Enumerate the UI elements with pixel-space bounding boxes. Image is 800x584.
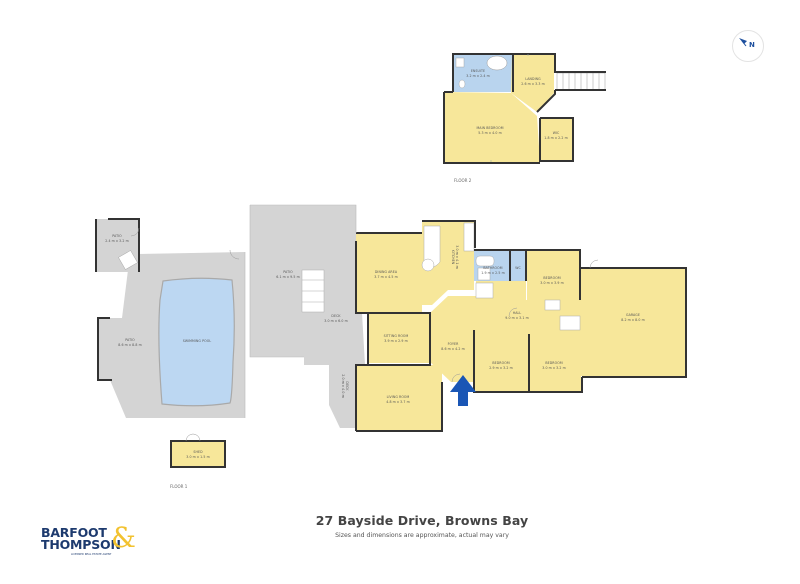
- label-landing: LANDING: [525, 77, 541, 81]
- dims-dining: 3.7 m x 4.5 m: [374, 275, 398, 279]
- room-bedroom-1[interactable]: [527, 251, 580, 301]
- label-bedroom-2: BEDROOM: [492, 361, 509, 365]
- dims-patio-pool: 8.6 m x 8.8 m: [118, 343, 142, 347]
- dims-landing: 2.6 m x 3.3 m: [521, 82, 545, 86]
- room-dining[interactable]: [356, 233, 422, 313]
- dims-deck-small: 2.0 m x 4.0 m: [341, 374, 345, 398]
- label-sitting: SITTING ROOM: [384, 334, 409, 338]
- brand-logo: BARFOOT THOMPSON & LICENSED REAL ESTATE …: [41, 521, 151, 559]
- room-garage[interactable]: [580, 268, 686, 376]
- dims-bedroom-1: 3.0 m x 3.9 m: [540, 281, 564, 285]
- floor-1: PATIO 2.4 m x 3.2 m PATIO 8.6 m x 8.8 m …: [95, 204, 687, 489]
- room-shed[interactable]: [171, 441, 225, 467]
- room-wc[interactable]: [510, 251, 526, 281]
- label-deck-small: DECK: [345, 381, 349, 391]
- railings: [244, 204, 357, 418]
- label-patio-small: PATIO: [112, 234, 122, 238]
- label-bedroom-3: BEDROOM: [545, 361, 562, 365]
- dims-main-bedroom: 5.3 m x 4.0 m: [478, 131, 502, 135]
- label-living: LIVING ROOM: [387, 395, 410, 399]
- stairs-floor-1: [118, 222, 581, 331]
- label-bedroom-1: BEDROOM: [543, 276, 560, 280]
- brand-tagline: LICENSED REAL ESTATE AGENT: [71, 553, 112, 556]
- dims-foyer: 8.6 m x 4.2 m: [441, 347, 465, 351]
- dims-ensuite: 3.2 m x 2.4 m: [466, 74, 490, 78]
- label-bathroom: BATHROOM: [483, 266, 502, 270]
- room-landing[interactable]: [511, 55, 554, 112]
- brand-line-2: THOMPSON: [41, 537, 121, 552]
- walls-floor-1: [95, 218, 687, 468]
- doors: [130, 227, 599, 442]
- label-patio-pool: PATIO: [125, 338, 135, 342]
- entrance-arrow-icon: [450, 375, 476, 406]
- dims-wic: 1.8 m x 2.2 m: [544, 136, 568, 140]
- dims-patio-small: 2.4 m x 3.2 m: [105, 239, 129, 243]
- room-foyer[interactable]: [430, 296, 476, 382]
- dims-sitting: 3.9 m x 2.9 m: [384, 339, 408, 343]
- swimming-pool: [158, 277, 235, 407]
- compass: N: [732, 30, 764, 62]
- floor-2: ENSUITE 3.2 m x 2.4 m LANDING 2.6 m x 3.…: [443, 53, 606, 183]
- room-living[interactable]: [357, 365, 442, 430]
- dims-bedroom-2: 2.9 m x 3.2 m: [489, 366, 513, 370]
- dims-bathroom: 1.9 m x 2.5 m: [481, 271, 505, 275]
- dims-patio-large: 6.1 m x 9.5 m: [276, 275, 300, 279]
- room-deck-small[interactable]: [329, 365, 356, 428]
- room-bedroom-2[interactable]: [475, 330, 529, 391]
- label-ensuite: ENSUITE: [471, 69, 485, 73]
- dims-shed: 3.0 m x 1.5 m: [186, 455, 210, 459]
- dims-garage: 8.2 m x 8.0 m: [621, 318, 645, 322]
- label-swimming-pool: SWIMMING POOL: [183, 339, 212, 343]
- walls-floor-2: [443, 53, 606, 164]
- page-title: 27 Bayside Drive, Browns Bay: [315, 513, 529, 528]
- label-foyer: FOYER: [448, 342, 460, 346]
- label-kitchen: KITCHEN: [451, 250, 455, 265]
- brand-ampersand: &: [111, 521, 136, 554]
- dims-kitchen: 3.0 m x 4.1 m: [455, 245, 459, 269]
- label-patio-large: PATIO: [283, 270, 293, 274]
- label-wic: WIC: [553, 131, 560, 135]
- room-sitting[interactable]: [368, 313, 430, 363]
- label-garage: GARAGE: [626, 313, 640, 317]
- dims-bedroom-3: 3.0 m x 3.2 m: [542, 366, 566, 370]
- stairs: [556, 72, 606, 91]
- label-wc: WC: [515, 266, 521, 270]
- room-main-bedroom[interactable]: [444, 92, 540, 162]
- floor-1-label: FLOOR 1: [170, 484, 188, 489]
- room-wic[interactable]: [540, 118, 572, 160]
- room-deck[interactable]: [304, 313, 365, 365]
- dims-deck: 3.0 m x 6.0 m: [324, 319, 348, 323]
- label-main-bedroom: MAIN BEDROOM: [476, 126, 503, 130]
- label-deck: DECK: [331, 314, 341, 318]
- dims-hall: 9.0 m x 3.1 m: [505, 316, 529, 320]
- floor-2-label: FLOOR 2: [454, 178, 472, 183]
- label-dining: DINING AREA: [375, 270, 398, 274]
- dims-living: 4.8 m x 3.7 m: [386, 400, 410, 404]
- label-hall: HALL: [513, 311, 522, 315]
- label-shed: SHED: [193, 450, 203, 454]
- page-subtitle: Sizes and dimensions are approximate, ac…: [335, 532, 509, 539]
- room-bedroom-3[interactable]: [529, 330, 581, 391]
- brand-line-1: BARFOOT: [41, 525, 107, 540]
- compass-north-label: N: [749, 41, 755, 49]
- room-hall[interactable]: [476, 281, 580, 334]
